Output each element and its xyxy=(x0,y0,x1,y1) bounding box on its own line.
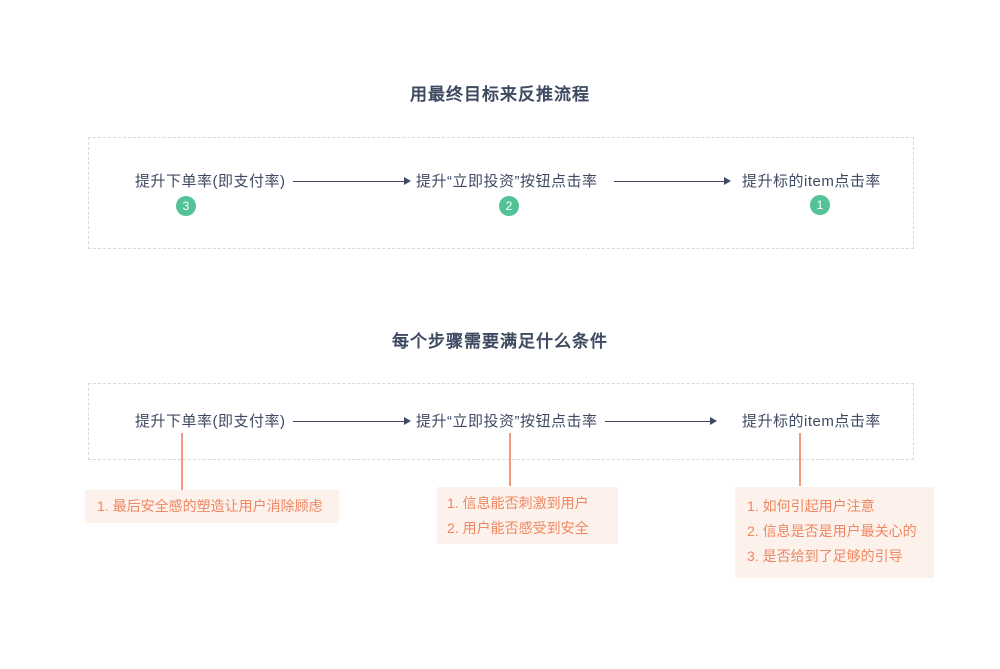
arrow-line xyxy=(293,420,404,422)
connector-line xyxy=(181,433,183,490)
flow-step-invest-button: 提升“立即投资”按钮点击率 xyxy=(416,413,598,430)
arrow-right-icon xyxy=(293,416,411,426)
flow-box-conditions: 提升下单率(即支付率) 提升“立即投资”按钮点击率 提升标的item点击率 xyxy=(88,383,914,460)
note-line: 2. 用户能否感受到安全 xyxy=(447,520,589,536)
connector-line xyxy=(799,433,801,486)
arrow-right-icon xyxy=(293,176,411,186)
note-line: 1. 最后安全感的塑造让用户消除顾虑 xyxy=(97,498,323,514)
step-order-badge: 2 xyxy=(499,196,519,216)
step-order-badge: 3 xyxy=(176,196,196,216)
arrow-head-icon xyxy=(724,177,731,185)
note-line: 3. 是否给到了足够的引导 xyxy=(747,548,903,564)
note-line: 2. 信息是否是用户最关心的 xyxy=(747,523,917,539)
flow-box-goal: 提升下单率(即支付率) 提升“立即投资”按钮点击率 提升标的item点击率 3 … xyxy=(88,137,914,249)
flow-step-item-click: 提升标的item点击率 xyxy=(742,413,881,430)
arrow-head-icon xyxy=(404,417,411,425)
arrow-line xyxy=(605,420,710,422)
note-box-item-click: 1. 如何引起用户注意 2. 信息是否是用户最关心的 3. 是否给到了足够的引导 xyxy=(735,487,934,578)
arrow-right-icon xyxy=(614,176,731,186)
arrow-head-icon xyxy=(404,177,411,185)
flow-step-invest-button: 提升“立即投资”按钮点击率 xyxy=(416,173,598,190)
flow-step-order-rate: 提升下单率(即支付率) xyxy=(135,173,286,190)
arrow-head-icon xyxy=(710,417,717,425)
section-title-conditions: 每个步骤需要满足什么条件 xyxy=(392,332,608,351)
note-line: 1. 如何引起用户注意 xyxy=(747,498,875,514)
step-order-badge: 1 xyxy=(810,195,830,215)
note-line: 1. 信息能否刺激到用户 xyxy=(447,495,589,511)
arrow-line xyxy=(293,180,404,182)
flow-step-order-rate: 提升下单率(即支付率) xyxy=(135,413,286,430)
connector-line xyxy=(509,433,511,486)
note-box-order-rate: 1. 最后安全感的塑造让用户消除顾虑 xyxy=(85,490,339,523)
flow-step-item-click: 提升标的item点击率 xyxy=(742,173,881,190)
arrow-right-icon xyxy=(605,416,717,426)
note-box-invest-button: 1. 信息能否刺激到用户 2. 用户能否感受到安全 xyxy=(437,487,618,544)
section-title-goal-flow: 用最终目标来反推流程 xyxy=(410,85,590,104)
arrow-line xyxy=(614,180,724,182)
